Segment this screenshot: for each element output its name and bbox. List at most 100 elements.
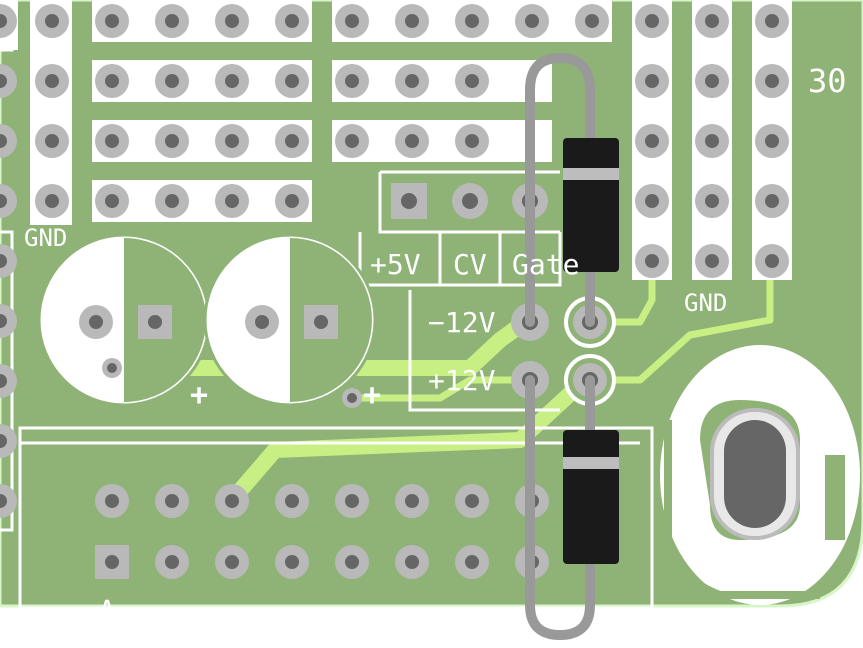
drill-hole (285, 74, 299, 88)
drill-hole (0, 314, 7, 328)
drill-hole (0, 494, 7, 508)
drill-hole (225, 194, 239, 208)
drill-hole (645, 134, 659, 148)
drill-hole (0, 434, 7, 448)
drill-hole (645, 194, 659, 208)
through-hole-pad-icon (0, 124, 17, 158)
connector-pin1-marker: A (98, 595, 116, 630)
label-gate: Gate (512, 248, 579, 281)
drill-hole (705, 254, 719, 268)
header-5v-cv-gate (391, 183, 548, 219)
drill-hole (0, 134, 7, 148)
drill-hole (465, 74, 479, 88)
capacitor-2-polarity: + (363, 378, 381, 413)
drill-hole (165, 194, 179, 208)
drill-hole (405, 14, 419, 28)
drill-hole (45, 14, 59, 28)
corner-number: 30 (808, 62, 847, 100)
drill-hole (105, 194, 119, 208)
drill-hole (765, 194, 779, 208)
drill-hole (705, 194, 719, 208)
drill-hole (285, 494, 299, 508)
drill-hole (345, 14, 359, 28)
drill-hole (165, 14, 179, 28)
power-connector-2x8 (95, 484, 549, 579)
label-plus-5v: +5V (370, 248, 421, 281)
drill-hole (405, 74, 419, 88)
drill-hole (465, 555, 479, 569)
drill-hole (285, 555, 299, 569)
drill-hole (225, 494, 239, 508)
capacitor-1-polarity: + (190, 378, 208, 413)
drill-hole (0, 254, 7, 268)
drill-hole (105, 134, 119, 148)
drill-hole (165, 494, 179, 508)
via-dots (102, 358, 362, 408)
drill-hole (765, 254, 779, 268)
through-hole-pad-icon (0, 4, 17, 38)
drill-hole (225, 555, 239, 569)
drill-hole (465, 14, 479, 28)
drill-hole (0, 14, 7, 28)
drill-hole (0, 374, 7, 388)
through-hole-pad-icon (0, 184, 17, 218)
drill-hole (105, 494, 119, 508)
drill-hole (225, 74, 239, 88)
through-hole-pad-icon (0, 364, 17, 398)
drill-hole (525, 14, 539, 28)
drill-hole (405, 134, 419, 148)
drill-hole (345, 134, 359, 148)
power-pads (511, 296, 616, 406)
drill-hole (45, 134, 59, 148)
drill-hole (345, 555, 359, 569)
copper-traces-thin (348, 261, 774, 402)
drill-hole (285, 14, 299, 28)
drill-hole (45, 74, 59, 88)
drill-hole (645, 254, 659, 268)
drill-hole (645, 74, 659, 88)
drill-hole (225, 14, 239, 28)
through-hole-pad-icon (0, 304, 17, 338)
drill-hole (345, 494, 359, 508)
drill-hole (105, 74, 119, 88)
through-hole-pad-icon (0, 244, 17, 278)
proto-pad-grid (0, 4, 789, 518)
drill-hole (405, 494, 419, 508)
electrolytic-capacitor-2 (203, 233, 377, 407)
drill-hole (765, 14, 779, 28)
drill-hole (645, 14, 659, 28)
drill-hole (705, 14, 719, 28)
drill-hole (225, 134, 239, 148)
drill-hole (105, 555, 119, 569)
drill-hole (285, 194, 299, 208)
drill-hole (0, 74, 7, 88)
diode-icon (563, 430, 619, 564)
drill-hole (285, 134, 299, 148)
label-minus-12v: −12V (428, 306, 496, 339)
electrolytic-capacitor-1 (37, 233, 211, 407)
drill-hole (405, 555, 419, 569)
drill-hole (0, 194, 7, 208)
through-hole-pad-icon (0, 64, 17, 98)
gnd-label-right: GND (684, 289, 727, 317)
drill-hole (465, 134, 479, 148)
drill-hole (705, 74, 719, 88)
drill-hole (765, 74, 779, 88)
wire-leads (525, 52, 595, 641)
drill-hole (165, 74, 179, 88)
drill-hole (165, 555, 179, 569)
gnd-label-left: GND (24, 224, 67, 252)
lower-connector-outline (18, 426, 654, 610)
drill-hole (105, 14, 119, 28)
drill-hole (345, 74, 359, 88)
diode-icon (563, 138, 619, 272)
drill-hole (705, 134, 719, 148)
slotted-mounting-hole-icon (660, 345, 860, 605)
drill-hole (45, 194, 59, 208)
drill-hole (165, 134, 179, 148)
drill-hole (765, 134, 779, 148)
through-hole-pad-icon (0, 484, 17, 518)
drill-hole (585, 14, 599, 28)
